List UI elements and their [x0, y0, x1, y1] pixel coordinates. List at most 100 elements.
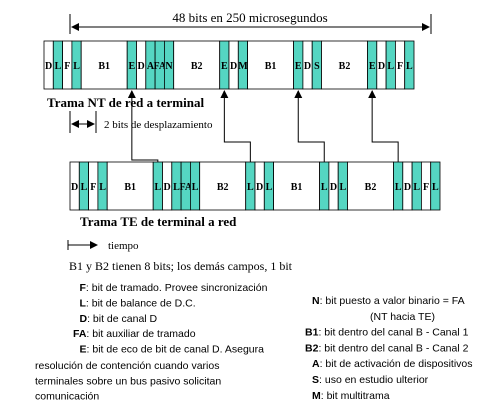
cell-label: L — [387, 61, 394, 72]
te-frame-cell: L — [319, 161, 330, 211]
cell-label: L — [266, 182, 273, 193]
offset-marker — [69, 111, 97, 133]
te-frame-cell: L — [78, 161, 90, 211]
cell-label: D — [138, 61, 145, 72]
cell-label: L — [99, 182, 106, 193]
legend-key: E — [80, 344, 87, 356]
te-frame-cell: L — [97, 161, 108, 211]
legend-right-item: A: bit de activación de dispositivos — [312, 358, 473, 370]
legend-key: L — [80, 297, 87, 309]
legend-text: : bit auxiliar de tramado — [86, 328, 195, 340]
legend-text: : bit de canal D — [87, 313, 157, 325]
cell-label: L — [173, 182, 180, 193]
cell-label: L — [413, 182, 420, 193]
echo-link — [368, 90, 399, 162]
te-frame-cell: D — [328, 161, 339, 211]
cell-label: D — [330, 182, 337, 193]
te-frame-cell: D — [162, 161, 173, 211]
cell-label: D — [304, 61, 311, 72]
cell-label: D — [256, 182, 263, 193]
cell-label: F — [90, 182, 96, 193]
legend-key: M — [312, 390, 321, 402]
cell-label: FA — [179, 182, 192, 193]
nt-frame-cell: E — [293, 40, 304, 90]
legend-left-item: FA: bit auxiliar de tramado — [73, 328, 196, 340]
te-frame-cell: L — [245, 161, 256, 211]
cell-label: L — [73, 61, 80, 72]
nt-frame-cell: B1 — [247, 40, 295, 90]
cell-label: E — [129, 61, 136, 72]
cell-label: B1 — [98, 61, 110, 72]
cell-label: E — [221, 61, 228, 72]
nt-frame-cell: E — [219, 40, 230, 90]
te-frame-cell: B2 — [199, 161, 247, 211]
frame-length-label: 48 bits en 250 microsegundos — [172, 10, 327, 25]
legend-left-item: L: bit de balance de D.C. — [80, 297, 196, 309]
nt-frame-cell: E — [367, 40, 378, 90]
cell-label: L — [432, 182, 439, 193]
legend-key: FA — [73, 328, 87, 340]
cell-label: D — [164, 182, 171, 193]
legend-left-continuation: comunicación — [35, 391, 99, 403]
nt-frame-cell: D — [43, 40, 54, 90]
legend-right: N: bit puesto a valor binario = FA (NT ha… — [305, 295, 473, 402]
legend-text: : uso en estudio ulterior — [319, 374, 429, 386]
cell-label: F — [397, 61, 403, 72]
nt-frame-cell: S — [311, 40, 322, 90]
legend-right-item: (NT hacia TE) — [370, 311, 435, 323]
nt-frame-cell: D — [228, 40, 239, 90]
legend-right-item: M: bit multitrama — [312, 390, 390, 402]
te-frame-cell: D — [69, 161, 80, 211]
legend-key: B1 — [305, 327, 319, 339]
cell-label: L — [192, 182, 199, 193]
time-arrow — [67, 240, 98, 250]
te-frame-cell: B1 — [273, 161, 321, 211]
nt-frame-cell: D — [376, 40, 387, 90]
legend-text: : bit de tramado. Provee sincronización — [86, 282, 268, 294]
frame-length-dimension: 48 bits en 250 microsegundos — [69, 10, 432, 34]
cell-label: B1 — [291, 182, 303, 193]
cell-label: B2 — [217, 182, 229, 193]
cell-label: L — [395, 182, 402, 193]
cell-label: D — [71, 182, 78, 193]
legend-text: : bit de eco de bit de canal D. Asegura — [87, 344, 265, 356]
te-frame-cell: L — [393, 161, 404, 211]
nt-frame-cell: B2 — [321, 40, 368, 90]
legend-key: D — [80, 313, 88, 325]
cell-label: B2 — [339, 61, 351, 72]
cell-label: D — [378, 61, 385, 72]
nt-frame-title: Trama NT de red a terminal — [47, 95, 204, 110]
legend-text: : bit de balance de D.C. — [86, 297, 196, 309]
legend-left-item: D: bit de canal D — [80, 313, 158, 325]
echo-link — [220, 90, 251, 162]
cell-label: B2 — [191, 61, 203, 72]
nt-frame-cell: L — [404, 40, 415, 90]
legend-text: : bit de activación de dispositivos — [320, 358, 473, 370]
legend-left: F: bit de tramado. Provee sincronización… — [35, 282, 268, 403]
cell-label: B1 — [124, 182, 136, 193]
legend-text: : bit puesto a valor binario = FA — [320, 295, 465, 307]
te-frame-cell: D — [402, 161, 413, 211]
echo-connections — [127, 90, 399, 162]
te-frame-cell: B1 — [106, 161, 154, 211]
legend-key: N — [312, 295, 320, 307]
legend-text: : bit multitrama — [321, 390, 390, 402]
nt-frame-cell: D — [136, 40, 147, 90]
cell-label: D — [404, 182, 411, 193]
cell-label: E — [369, 61, 376, 72]
echo-link — [127, 90, 159, 162]
legend-right-item: S: uso en estudio ulterior — [312, 374, 429, 386]
cell-label: S — [314, 61, 320, 72]
nt-frame-cell: D — [302, 40, 313, 90]
cell-label: L — [321, 182, 328, 193]
cell-label: B2 — [365, 182, 377, 193]
te-frame-cell: L — [411, 161, 422, 211]
legend-text: : bit dentro del canal B - Canal 1 — [318, 327, 468, 339]
cell-label: M — [238, 61, 248, 72]
legend-right-item: N: bit puesto a valor binario = FA — [312, 295, 465, 307]
legend-text: : bit dentro del canal B - Canal 2 — [318, 342, 468, 354]
te-frame-cell: L — [263, 161, 274, 211]
te-frame-cell: F — [420, 161, 432, 211]
